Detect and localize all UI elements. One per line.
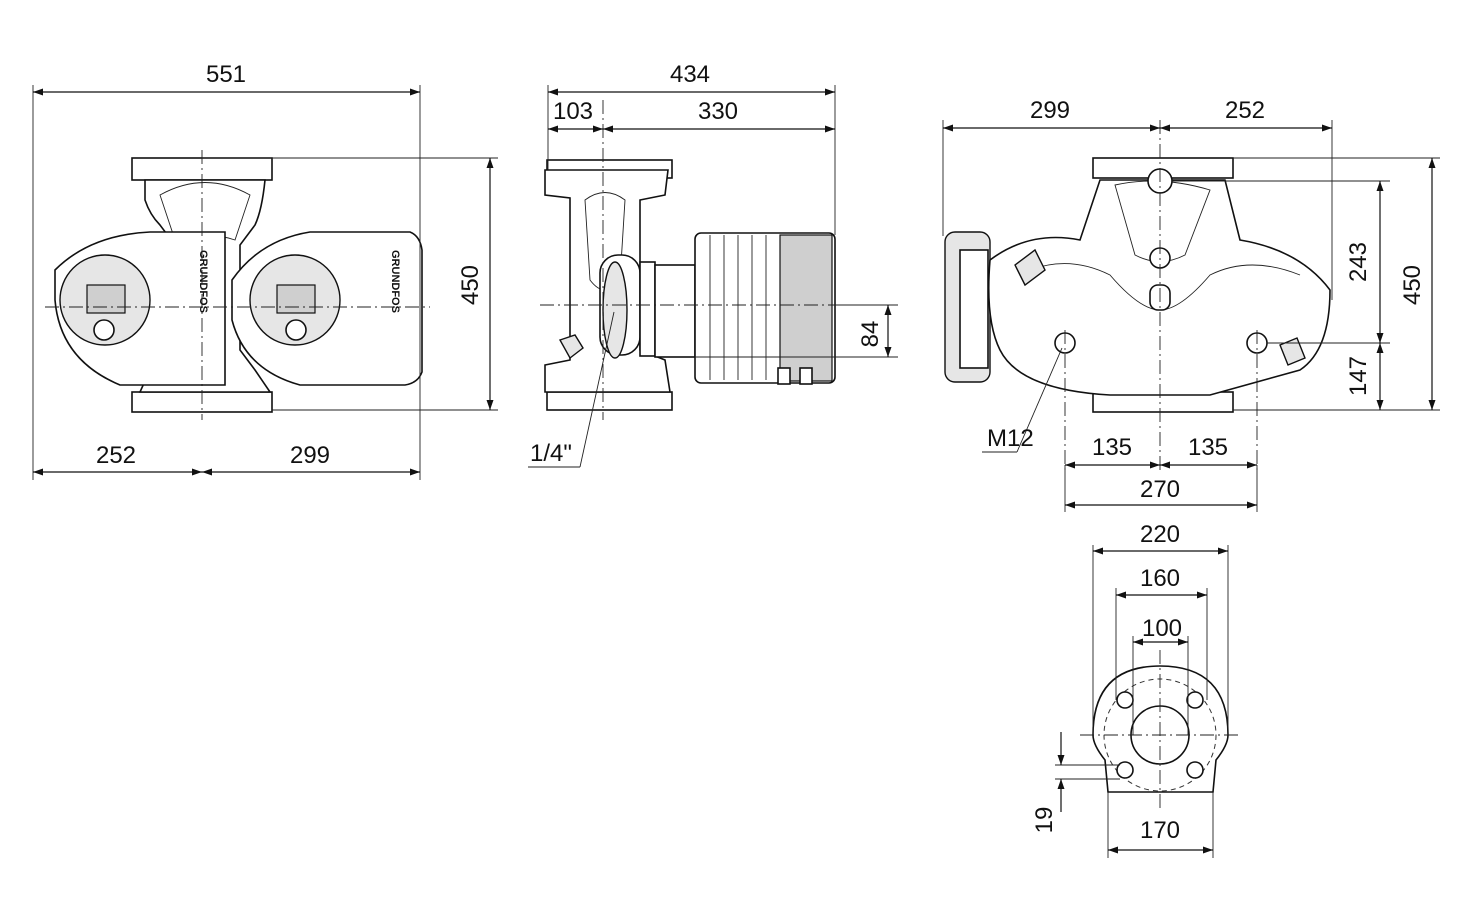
- rear-view: [944, 120, 1331, 470]
- side-view: [540, 100, 898, 420]
- dim-foot-right: 135: [1188, 434, 1228, 461]
- dim-shaft-height: 84: [857, 321, 884, 348]
- front-view: GRUNDFOS GRUNDFOS: [45, 150, 430, 420]
- dim-bore: 100: [1142, 615, 1182, 642]
- dim-left-offset: 252: [96, 442, 136, 469]
- dim-overall-width: 551: [206, 61, 246, 88]
- thread-callout: M12: [987, 425, 1034, 452]
- dim-rear-upper-height: 243: [1345, 242, 1372, 282]
- dim-motor-length: 330: [698, 98, 738, 125]
- dim-flange-outer: 220: [1140, 521, 1180, 548]
- dim-bolt-circle: 160: [1140, 565, 1180, 592]
- brand-label-left: GRUNDFOS: [197, 250, 209, 313]
- dim-flange-base: 170: [1140, 817, 1180, 844]
- rear-dimensions: 299 252 243 147 450 M12 135 135 270: [942, 97, 1440, 512]
- dim-rear-right-width: 252: [1225, 97, 1265, 124]
- dim-right-offset: 299: [290, 442, 330, 469]
- dim-foot-span: 270: [1140, 476, 1180, 503]
- front-dimensions: 551 450 252 299: [32, 61, 498, 480]
- brand-label-right: GRUNDFOS: [389, 250, 401, 313]
- flange-view: [1080, 650, 1240, 810]
- dim-front-height: 450: [457, 265, 484, 305]
- dim-hole-size: 19: [1031, 807, 1058, 834]
- dim-rear-lower-height: 147: [1345, 356, 1372, 396]
- dim-foot-left: 135: [1092, 434, 1132, 461]
- dim-rear-total-height: 450: [1399, 265, 1426, 305]
- flange-dimensions: 220 160 100 170 19: [1031, 521, 1229, 858]
- dim-flange-offset: 103: [553, 98, 593, 125]
- side-dimensions: 434 103 330 84 1/4": [528, 61, 898, 468]
- dim-rear-left-width: 299: [1030, 97, 1070, 124]
- port-callout: 1/4": [530, 440, 572, 467]
- dim-overall-length: 434: [670, 61, 710, 88]
